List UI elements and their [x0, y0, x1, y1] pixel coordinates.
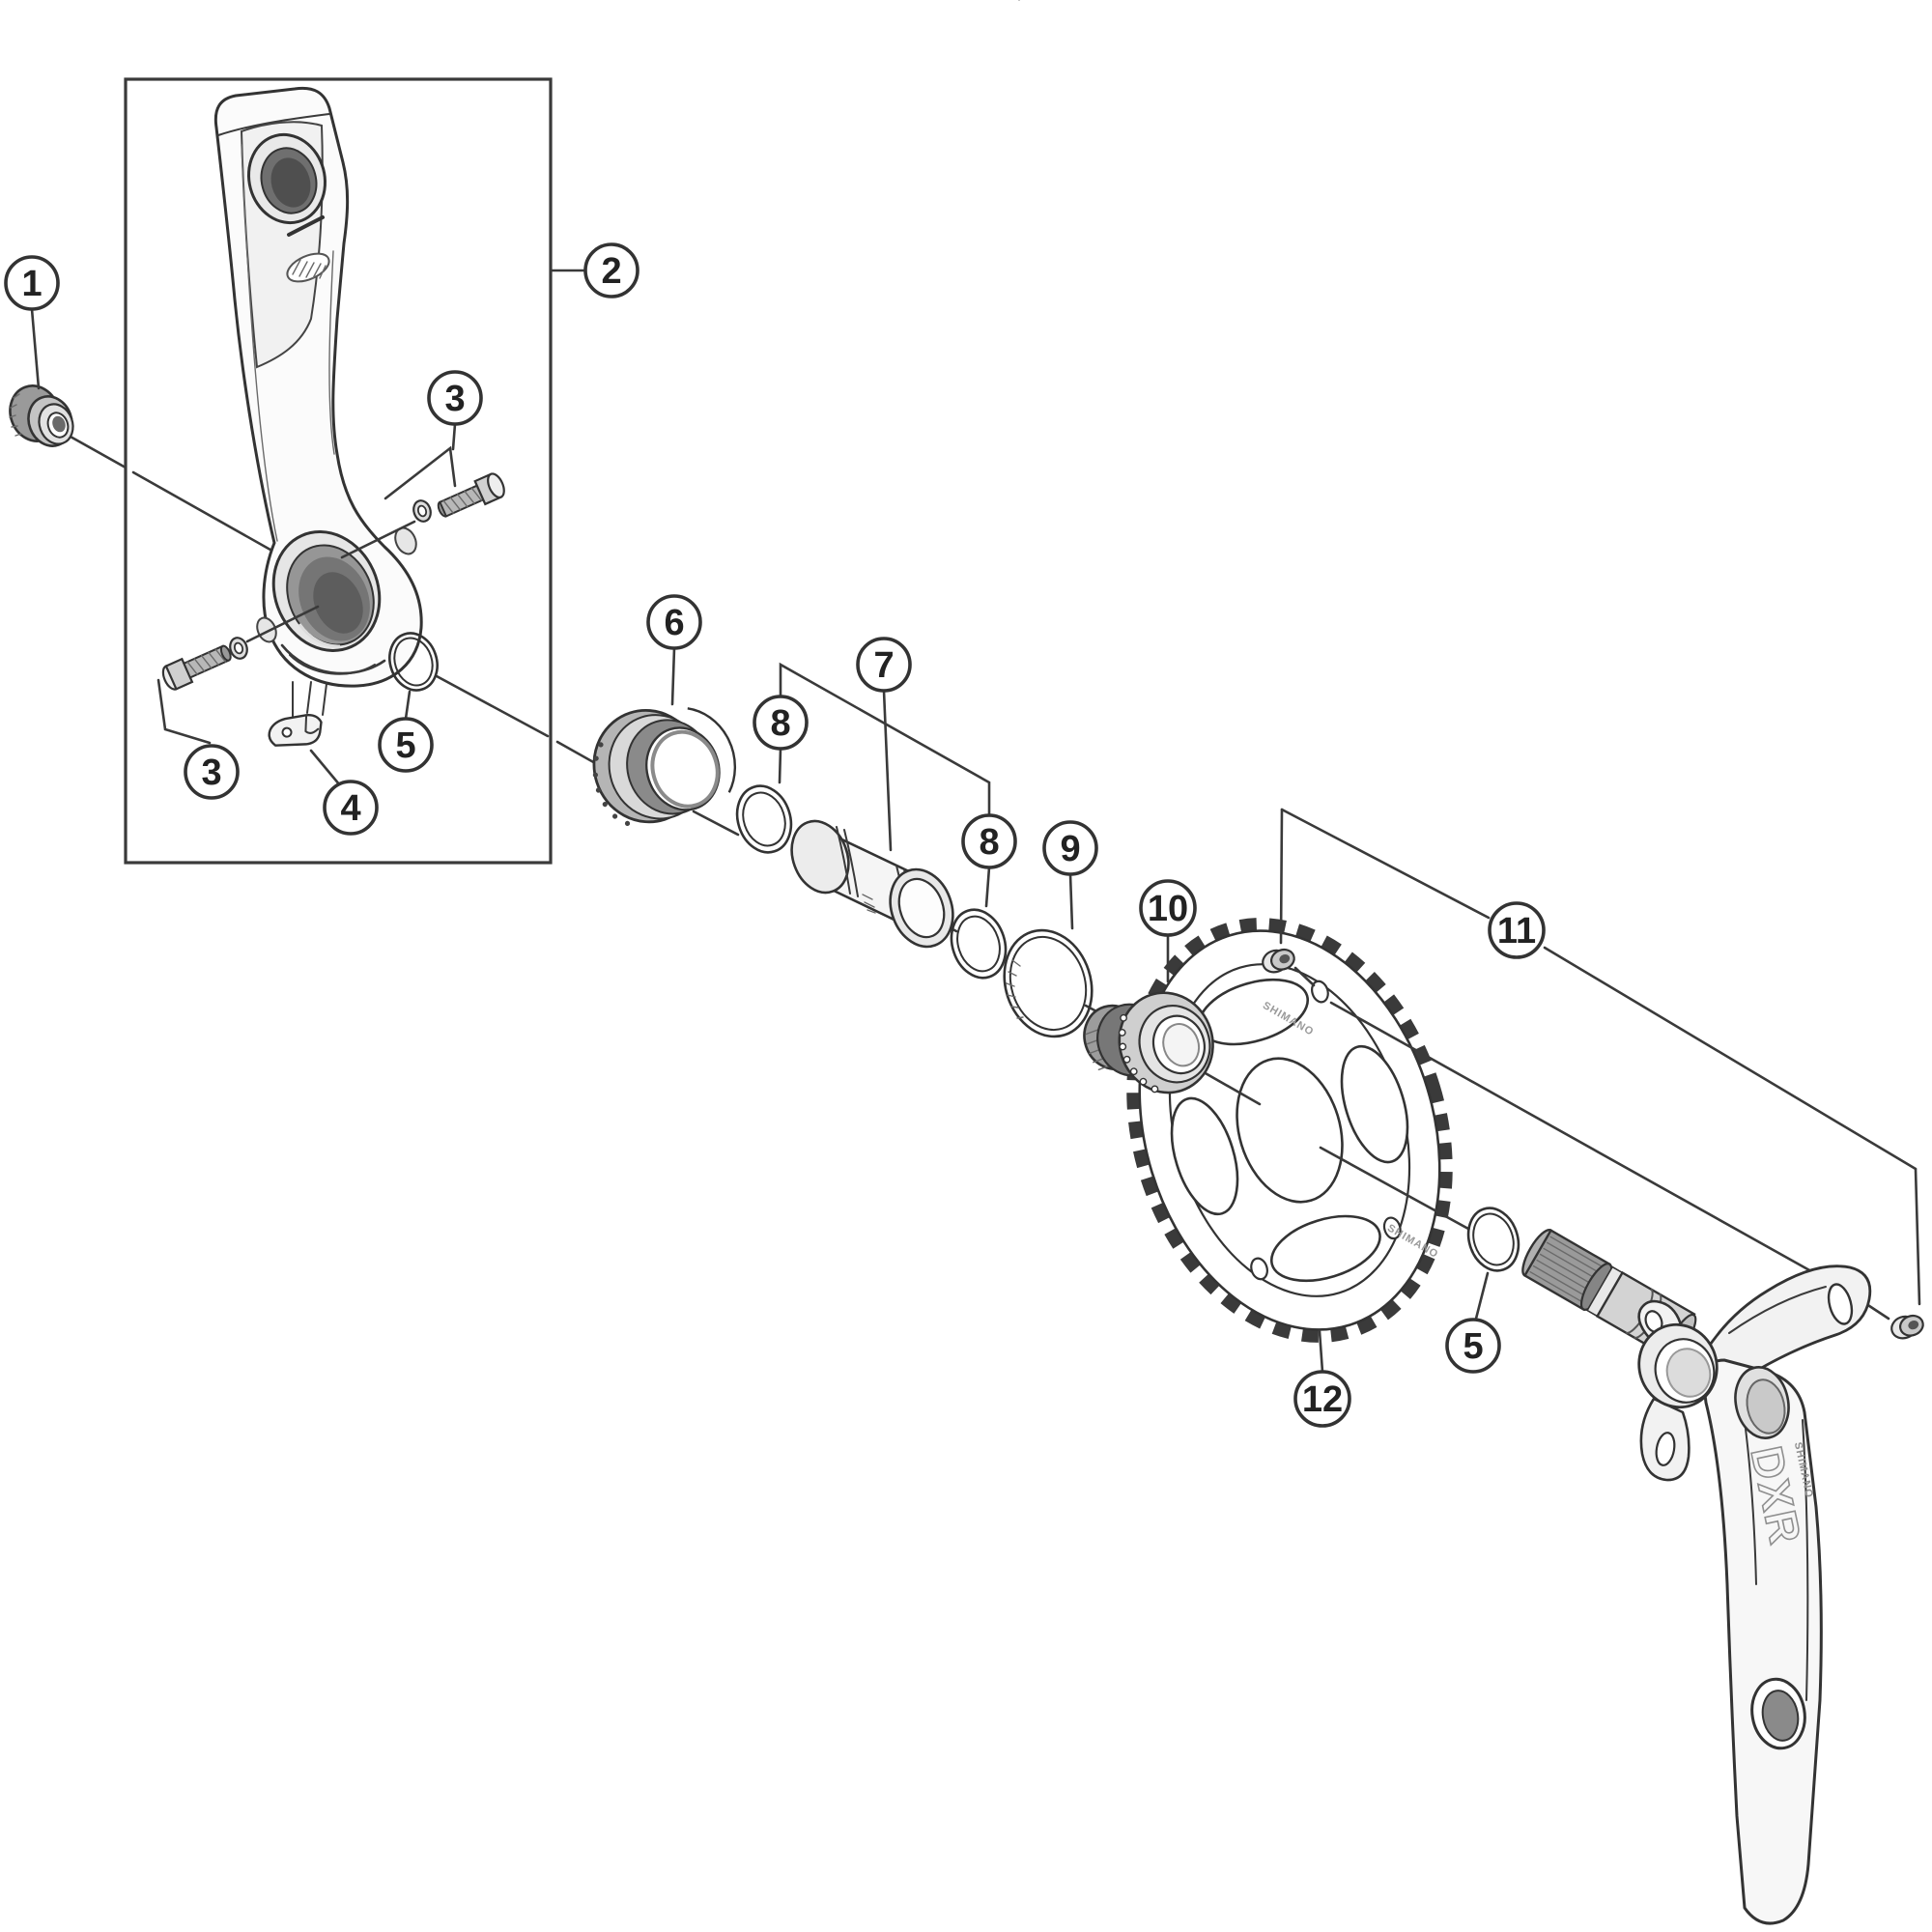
svg-text:9: 9: [1060, 829, 1080, 869]
callout-7: 7: [856, 637, 912, 693]
bearing-cup-right: [1083, 991, 1214, 1094]
pedal-hole: [246, 132, 327, 225]
callout-2: 2: [583, 242, 639, 298]
left-crank-arm: [213, 86, 423, 716]
svg-text:6: 6: [664, 603, 684, 643]
leader-callout-7: [882, 689, 893, 852]
detail-box-outline: [124, 77, 553, 865]
svg-text:12: 12: [1302, 1379, 1343, 1420]
leader-callout-8-right: [984, 866, 991, 908]
o-ring-inner-left: [735, 784, 793, 854]
chainring-bolt-left: [1262, 948, 1295, 974]
leader-callout-6: [670, 646, 676, 706]
leader-callout-1: [30, 307, 41, 390]
callout-12: 12: [1293, 1370, 1351, 1428]
callout-1: 1: [4, 255, 60, 311]
leader-callout-3-upper: [451, 422, 457, 451]
callout-6: 6: [646, 594, 702, 650]
callout-8-left: 8: [753, 695, 809, 751]
svg-text:7: 7: [873, 645, 894, 686]
svg-text:3: 3: [201, 753, 221, 793]
svg-text:10: 10: [1148, 889, 1188, 929]
svg-text:1: 1: [21, 264, 42, 304]
svg-text:5: 5: [395, 725, 415, 766]
leader-callout-4: [309, 749, 342, 787]
inner-cover-sleeve: [790, 819, 954, 949]
leader-callout-5-left: [404, 690, 412, 721]
svg-text:5: 5: [1463, 1326, 1483, 1367]
svg-text:11: 11: [1497, 911, 1536, 952]
callout-9: 9: [1042, 820, 1098, 876]
bracket-callout-11-left: [1279, 808, 1284, 945]
bearing-cup-left: [592, 707, 737, 826]
brand-badge-oval: [286, 252, 330, 283]
o-ring-right: [1466, 1207, 1520, 1272]
leader-lines: [30, 269, 1921, 1374]
chainring-bolt-right: [1890, 1314, 1924, 1340]
crank-fixing-bolt: [9, 384, 74, 447]
bracket-callout-11-right: [1914, 1167, 1921, 1306]
spindle-hole: [256, 526, 417, 652]
bracket-callout-11-diag-a: [1280, 808, 1491, 920]
leader-callout-9: [1068, 872, 1074, 930]
callout-8-right: 8: [961, 813, 1017, 869]
washer-upper: [412, 499, 432, 523]
pinch-bolt-lower: [156, 605, 320, 745]
callout-11: 11: [1488, 901, 1546, 959]
chainring: SHIMANO SHIMANO: [1126, 918, 1453, 1343]
svg-text:8: 8: [770, 703, 790, 744]
callout-3-upper: 3: [427, 370, 483, 426]
svg-text:2: 2: [601, 251, 621, 292]
callout-3-lower: 3: [184, 744, 240, 800]
svg-text:3: 3: [444, 379, 465, 419]
seal-ring: [1003, 0, 1094, 1038]
pinch-bolt-upper: [340, 445, 505, 559]
bracket-callout-8: [779, 662, 991, 817]
callout-4: 4: [323, 780, 379, 836]
bracket-callout-11-diag-b: [1543, 946, 1918, 1171]
svg-text:4: 4: [340, 788, 360, 829]
callout-5-left: 5: [378, 717, 434, 773]
o-ring-inner-right: [950, 908, 1008, 980]
svg-text:8: 8: [979, 822, 999, 863]
right-crank-arm: SHIMANO DXR: [1637, 1264, 1872, 1925]
leader-callout-12: [1318, 1329, 1324, 1374]
callout-10: 10: [1139, 879, 1197, 937]
o-ring-left: [388, 632, 439, 692]
stopper-plate: [268, 681, 323, 747]
callout-5-right: 5: [1445, 1318, 1501, 1374]
leader-callout-8-left: [778, 747, 782, 784]
leader-callout-5-right: [1474, 1271, 1490, 1321]
washer-lower: [229, 637, 248, 660]
